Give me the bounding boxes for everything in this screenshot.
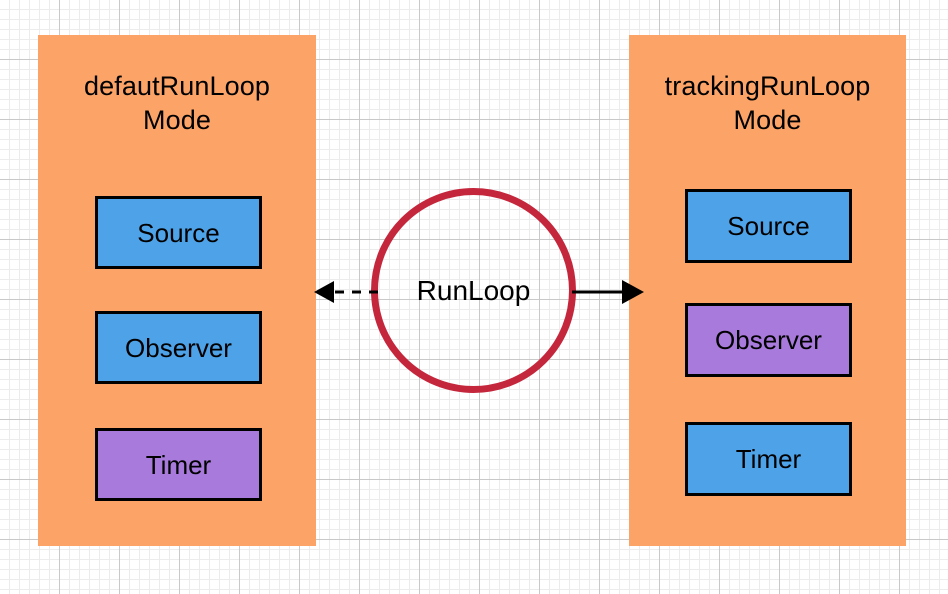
arrow-right-solid-icon xyxy=(572,280,644,304)
mode-panel-default-title: defautRunLoop Mode xyxy=(84,71,270,135)
item-box-default-source[interactable]: Source xyxy=(95,196,262,269)
mode-panel-tracking-title: trackingRunLoop Mode xyxy=(664,71,871,135)
item-box-default-timer[interactable]: Timer xyxy=(95,428,262,501)
item-box-tracking-observer[interactable]: Observer xyxy=(685,303,852,377)
item-box-label: Source xyxy=(727,211,810,241)
item-box-tracking-timer[interactable]: Timer xyxy=(685,422,852,496)
runloop-label: RunLoop xyxy=(416,274,531,306)
mode-panel-tracking[interactable]: trackingRunLoop Mode xyxy=(629,35,906,546)
item-box-label: Observer xyxy=(125,332,232,363)
item-box-default-observer[interactable]: Observer xyxy=(95,311,262,384)
runloop-circle-node[interactable]: RunLoop xyxy=(371,188,576,393)
item-box-label: Timer xyxy=(145,449,212,480)
item-box-tracking-source[interactable]: Source xyxy=(685,189,852,263)
item-box-label: Timer xyxy=(735,444,802,474)
item-box-label: Observer xyxy=(715,325,822,355)
arrow-left-dashed-icon xyxy=(314,281,378,303)
item-box-label: Source xyxy=(137,217,220,248)
